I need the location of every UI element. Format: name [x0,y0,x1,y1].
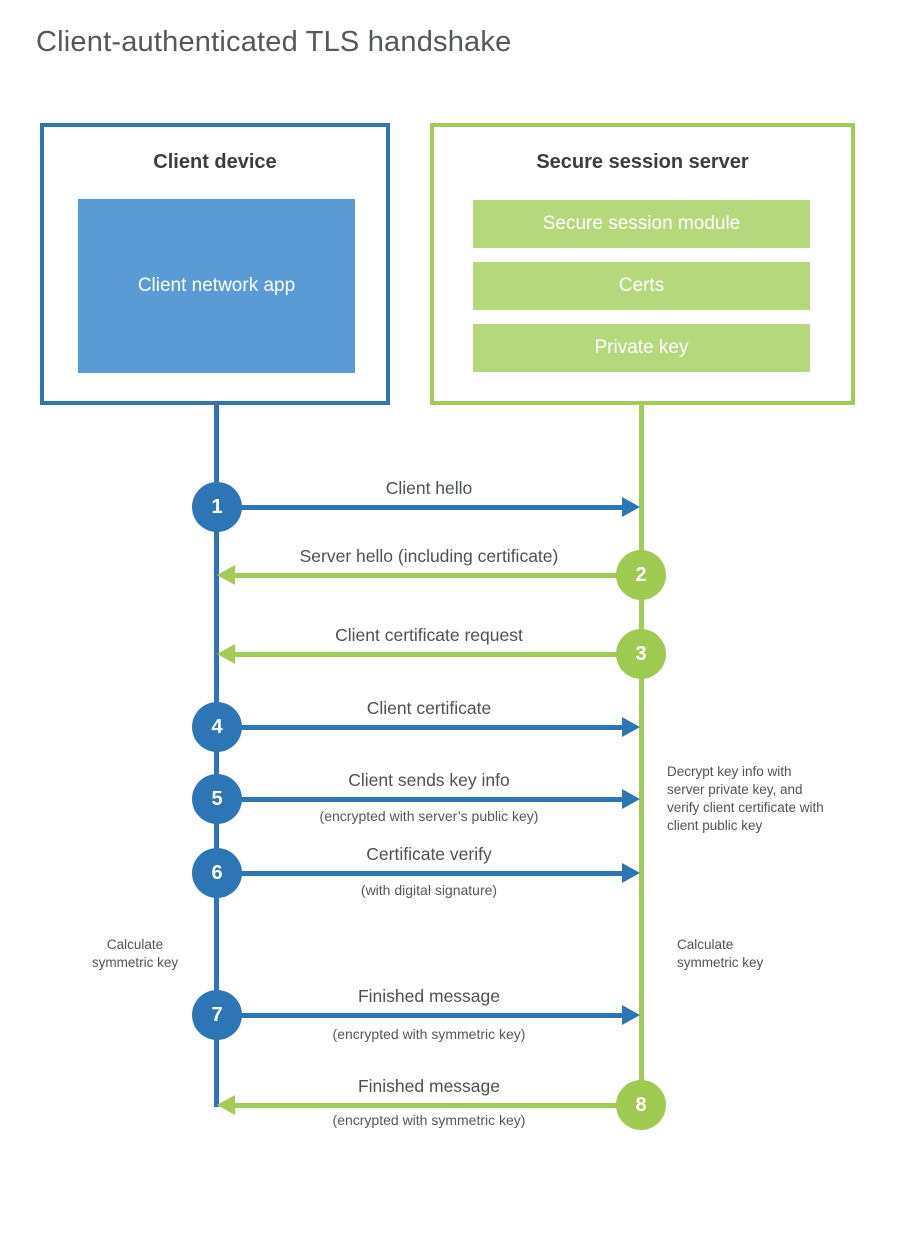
step-sublabel: (with digital signature) [360,882,498,898]
arrowhead-right-icon [622,497,640,517]
page-title: Client-authenticated TLS handshake [36,26,512,58]
arrow-line [230,573,641,578]
arrow-line [217,505,627,510]
step-badge: 3 [616,629,666,679]
step-label: Client certificate request [335,625,523,645]
client-lifeline [214,405,219,1107]
decrypt-key-info-note: Decrypt key info with server private key… [667,764,824,833]
step-label: Server hello (including certificate) [299,546,559,566]
calculate-symmetric-key-client-note: Calculate symmetric key [91,937,179,970]
step-badge: 2 [616,550,666,600]
arrowhead-right-icon [622,863,640,883]
arrowhead-right-icon [622,789,640,809]
step-sublabel: (encrypted with symmetric key) [332,1026,526,1042]
step-label: Finished message [357,986,501,1006]
step-label: Client hello [385,478,473,498]
arrow-line [230,652,641,657]
client-network-app-box: Client network app [78,199,355,373]
step-sublabel: (encrypted with symmetric key) [332,1112,526,1128]
server-lifeline [639,405,644,1107]
arrow-line [230,1103,641,1108]
step-badge: 1 [192,482,242,532]
arrow-line [217,1013,627,1018]
step-sublabel: (encrypted with server’s public key) [319,808,539,824]
arrow-line [217,797,627,802]
step-badge: 7 [192,990,242,1040]
arrow-line [217,725,627,730]
client-device-title: Client device [153,151,277,173]
server-secure-session-module-bar: Secure session module [473,200,810,248]
step-label: Finished message [357,1076,501,1096]
secure-session-server-title: Secure session server [536,151,749,173]
step-label: Client sends key info [348,770,510,790]
client-network-app-label: Client network app [137,275,296,297]
arrow-line [217,871,627,876]
arrowhead-right-icon [622,1005,640,1025]
step-label: Certificate verify [366,844,492,864]
step-label: Client certificate [366,698,492,718]
arrowhead-right-icon [622,717,640,737]
step-badge: 5 [192,774,242,824]
step-badge: 4 [192,702,242,752]
arrowhead-left-icon [217,565,235,585]
calculate-symmetric-key-server-note: Calculate symmetric key [677,937,764,970]
step-badge: 8 [616,1080,666,1130]
server-certs-bar: Certs [473,262,810,310]
arrowhead-left-icon [217,644,235,664]
arrowhead-left-icon [217,1095,235,1115]
server-private-key-bar: Private key [473,324,810,372]
step-badge: 6 [192,848,242,898]
